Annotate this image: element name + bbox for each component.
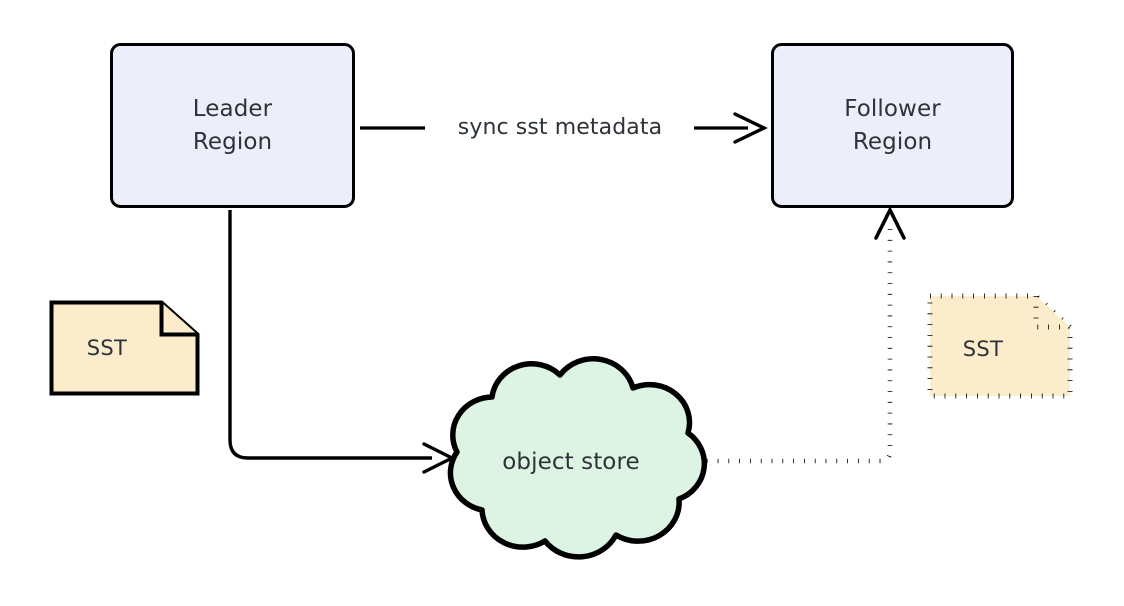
- node-sst-leader-label: SST: [86, 336, 128, 360]
- sst-leader-fold-corner: [159, 302, 198, 337]
- edge-object-store-to-follower-path: [696, 226, 893, 464]
- edge-leader-to-object-store[interactable]: [228, 210, 456, 474]
- edge-object-store-to-follower[interactable]: [696, 205, 906, 464]
- node-sst-follower[interactable]: [927, 293, 1073, 399]
- arrowhead-right-icon: [733, 112, 768, 144]
- node-object-store-label: object store: [502, 449, 640, 475]
- node-follower-region[interactable]: [771, 43, 1014, 208]
- edge-leader-to-follower-label: sync sst metadata: [457, 115, 663, 140]
- edge-leader-to-follower[interactable]: [360, 112, 768, 144]
- node-leader-region[interactable]: [110, 43, 355, 208]
- arrowhead-up-icon: [874, 205, 906, 240]
- object-store-cloud-shape: [447, 356, 708, 560]
- sst-follower-fill: [930, 296, 1070, 396]
- node-object-store[interactable]: [447, 356, 708, 560]
- edge-leader-to-object-store-path: [228, 210, 432, 460]
- sst-follower-fold-fill: [1036, 296, 1070, 327]
- node-sst-leader[interactable]: [49, 300, 200, 396]
- node-sst-follower-label: SST: [962, 337, 1004, 361]
